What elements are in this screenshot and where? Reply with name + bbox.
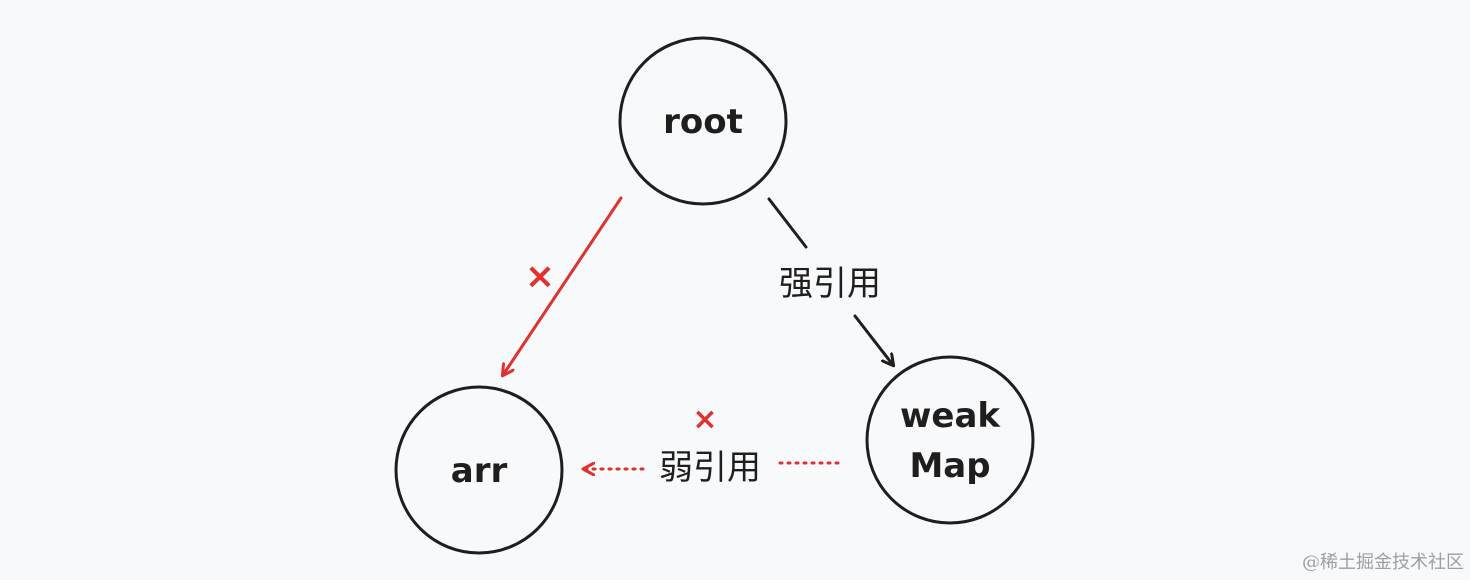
node-weakmap-label-line1: weak — [900, 396, 1001, 436]
edge-strong-line-upper — [767, 197, 808, 249]
edge-weak-label: 弱引用 — [659, 448, 761, 488]
node-arr-circle — [394, 385, 564, 555]
watermark: @稀土掘金技术社区 — [1302, 552, 1464, 573]
edge-strong-label: 强引用 — [779, 264, 881, 304]
edge-weak-cross-icon: × — [692, 402, 717, 437]
node-weakmap-label-line2: Map — [909, 446, 990, 486]
edge-root-arr: × — [503, 196, 623, 375]
node-root-label: root — [663, 102, 743, 142]
edge-strong: 强引用 — [767, 197, 893, 365]
edge-root-arr-line — [503, 196, 623, 375]
edge-root-arr-cross-icon: × — [525, 256, 555, 297]
node-arr: arr — [394, 385, 564, 555]
edge-strong-line-lower — [853, 314, 893, 365]
node-arr-label: arr — [451, 451, 508, 491]
node-root-circle — [618, 36, 788, 206]
node-root: root — [618, 36, 788, 206]
node-weakmap: weak Map — [865, 355, 1035, 525]
node-weakmap-circle — [865, 355, 1035, 525]
edge-weak: 弱引用 × — [584, 402, 840, 488]
